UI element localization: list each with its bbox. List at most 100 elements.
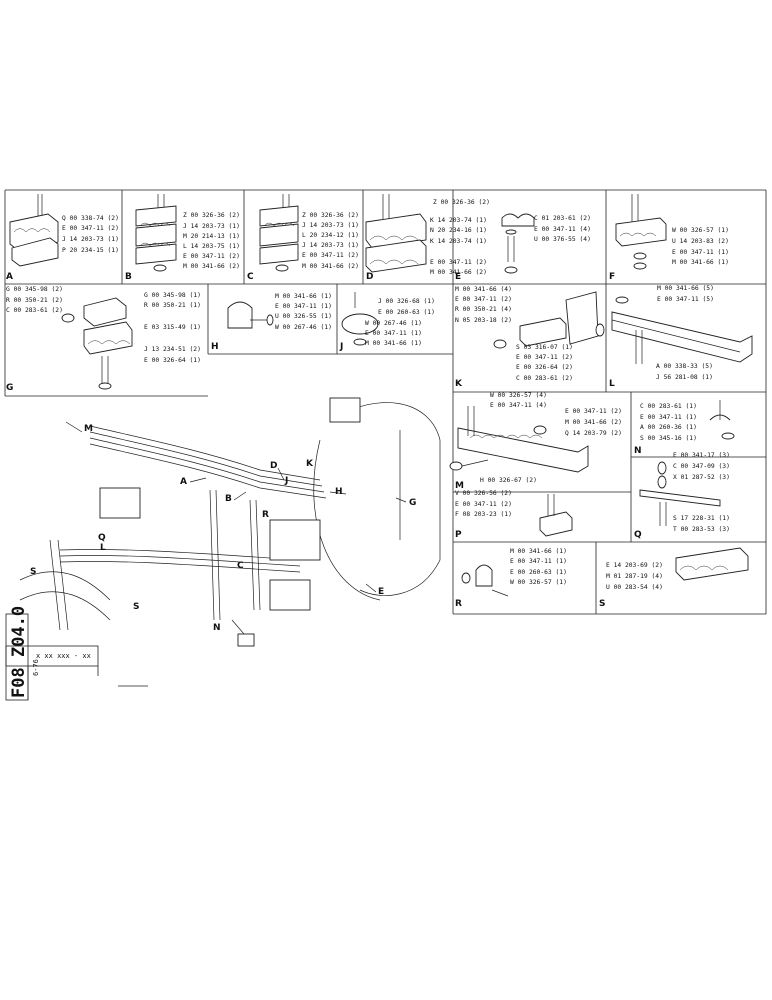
section-letter-h: H (211, 342, 219, 352)
assembly-callout-h: H (335, 487, 343, 497)
section-letter-r: R (455, 599, 462, 609)
section-letter-n: N (634, 446, 642, 456)
detail-n-drawing (709, 400, 735, 440)
part-number-d-5: E 00 347-11 (2) (430, 259, 487, 266)
assembly-callout-q: Q (98, 533, 106, 543)
part-number-l-2: E 00 347-11 (5) (657, 296, 714, 303)
detail-g-drawing (61, 297, 133, 390)
part-number-b-4: L 14 203-75 (1) (183, 243, 240, 250)
part-number-k-7: E 00 326-64 (2) (516, 364, 573, 371)
part-number-r-2: E 00 347-11 (1) (510, 558, 567, 565)
assembly-callout-s: S (30, 567, 36, 577)
part-number-f-4: M 00 341-66 (1) (672, 259, 729, 266)
part-number-c-5: E 00 347-11 (2) (302, 252, 359, 259)
detail-m-drawing (449, 406, 589, 473)
part-number-f-1: W 00 326-57 (1) (672, 227, 729, 234)
section-letter-p: P (455, 530, 462, 540)
part-number-k-2: E 00 347-11 (2) (455, 296, 512, 303)
part-number-g-4: G 00 345-98 (1) (144, 292, 201, 299)
part-number-k-3: R 00 350-21 (4) (455, 306, 512, 313)
title-block (5, 613, 148, 701)
part-number-l-1: M 00 341-66 (5) (657, 285, 714, 292)
detail-b-drawing (135, 194, 177, 272)
sheet-code: F08 Z04.0 (9, 606, 29, 698)
detail-f-drawing (615, 194, 667, 270)
section-letter-d: D (366, 272, 373, 282)
part-number-c-6: M 00 341-66 (2) (302, 263, 359, 270)
part-number-j-4: E 00 347-11 (1) (365, 330, 422, 337)
part-number-h-4: W 00 267-46 (1) (275, 324, 332, 331)
assembly-callout-d: D (270, 461, 277, 471)
part-number-q-5: T 00 283-53 (3) (673, 526, 730, 533)
part-number-c-1: Z 00 326-36 (2) (302, 212, 359, 219)
part-number-g-6: E 03 315-49 (1) (144, 324, 201, 331)
part-number-s-1: E 14 203-69 (2) (606, 562, 663, 569)
part-number-f-2: U 14 203-83 (2) (672, 238, 729, 245)
assembly-callout-j: J (284, 476, 288, 486)
assembly-callout-c: C (237, 561, 244, 571)
assembly-callout-e: E (378, 587, 384, 597)
part-number-m-3: E 00 347-11 (2) (565, 408, 622, 415)
part-number-m-5: Q 14 203-79 (2) (565, 430, 622, 437)
part-number-j-1: J 00 326-68 (1) (378, 298, 435, 305)
part-number-c-4: J 14 203-73 (1) (302, 242, 359, 249)
main-assembly-drawing (19, 397, 441, 647)
section-letter-f: F (609, 272, 615, 282)
part-number-d-6: M 00 341-66 (2) (430, 269, 487, 276)
sheet-date: 6-76 (32, 659, 40, 676)
part-number-n-1: C 00 283-61 (1) (640, 403, 697, 410)
part-number-g-8: E 00 326-64 (1) (144, 357, 201, 364)
part-number-d-3: N 20 234-16 (1) (430, 227, 487, 234)
part-number-c-2: J 14 203-73 (1) (302, 222, 359, 229)
part-number-n-3: A 00 260-36 (1) (640, 424, 697, 431)
part-number-b-1: Z 00 326-36 (2) (183, 212, 240, 219)
part-number-s-2: M 01 287-19 (4) (606, 573, 663, 580)
part-number-g-3: C 00 283-61 (2) (6, 307, 63, 314)
assembly-callout-g: G (409, 498, 416, 508)
part-number-k-8: C 00 283-61 (2) (516, 375, 573, 382)
part-number-p-1: V 00 326-56 (2) (455, 490, 512, 497)
section-letter-j: J (339, 342, 343, 352)
detail-l-drawing (611, 296, 753, 364)
assembly-callout-n: N (213, 623, 221, 633)
part-number-l-3: A 00 338-33 (5) (656, 363, 713, 370)
detail-q-drawing (639, 461, 721, 526)
part-number-h-3: U 00 326-55 (1) (275, 313, 332, 320)
detail-j-drawing (341, 292, 379, 346)
part-number-r-1: M 00 341-66 (1) (510, 548, 567, 555)
part-number-q-4: S 17 228-31 (1) (673, 515, 730, 522)
section-letter-q: Q (634, 530, 642, 540)
part-number-a-1: Q 00 338-74 (2) (62, 215, 119, 222)
section-letter-g: G (6, 383, 13, 393)
part-number-d-4: K 14 203-74 (1) (430, 238, 487, 245)
part-number-c-3: L 20 234-12 (1) (302, 232, 359, 239)
part-number-g-1: G 00 345-98 (2) (6, 286, 63, 293)
part-number-j-2: E 00 260-63 (1) (378, 309, 435, 316)
assembly-callout-b: B (225, 494, 232, 504)
detail-e-drawing (501, 213, 535, 274)
section-letter-s: S (599, 599, 605, 609)
part-number-j-3: W 00 267-46 (1) (365, 320, 422, 327)
assembly-callout-r: R (262, 510, 269, 520)
detail-c-drawing (259, 194, 299, 272)
part-number-g-2: R 00 350-21 (2) (6, 297, 63, 304)
part-number-m-6: H 00 326-67 (2) (480, 477, 537, 484)
part-number-p-3: F 08 203-23 (1) (455, 511, 512, 518)
part-number-n-2: E 00 347-11 (1) (640, 414, 697, 421)
part-number-k-4: N 05 203-18 (2) (455, 317, 512, 324)
part-number-q-3: X 01 287-52 (3) (673, 474, 730, 481)
part-number-p-2: E 00 347-11 (2) (455, 501, 512, 508)
part-number-l-4: J 56 281-08 (1) (656, 374, 713, 381)
part-number-k-1: M 00 341-66 (4) (455, 286, 512, 293)
part-number-q-2: C 00 347-09 (3) (673, 463, 730, 470)
section-frames (4, 189, 767, 615)
detail-k-drawing (493, 291, 605, 349)
part-number-g-7: J 13 234-51 (2) (144, 346, 201, 353)
section-letter-k: K (455, 379, 463, 389)
part-number-s-3: U 00 283-54 (4) (606, 584, 663, 591)
detail-h-drawing (227, 301, 274, 329)
part-number-a-2: E 00 347-11 (2) (62, 225, 119, 232)
part-number-k-5: S 03 316-07 (1) (516, 344, 573, 351)
